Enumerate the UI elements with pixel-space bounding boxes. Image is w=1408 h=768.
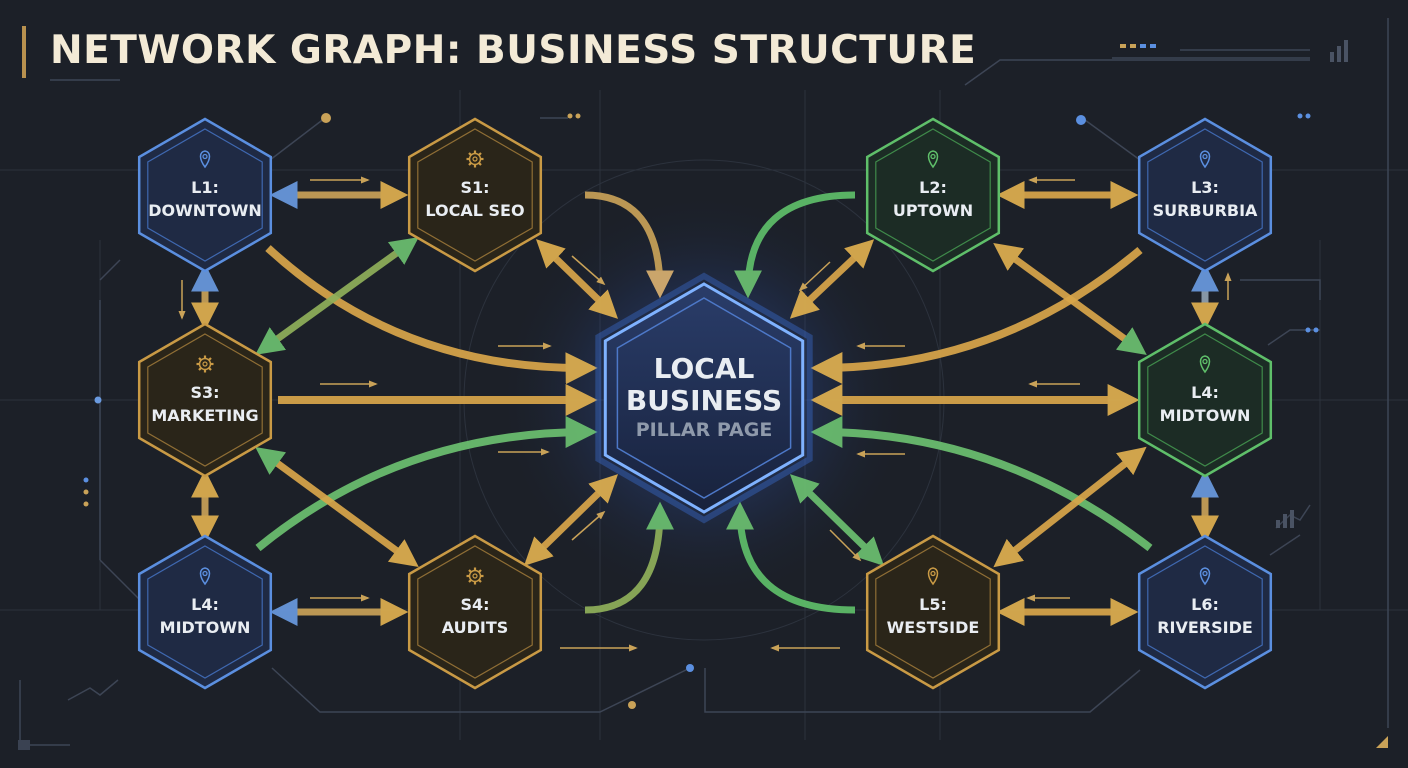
arrow-l2-l4r: [993, 243, 1147, 355]
node-code: L5:: [919, 595, 947, 614]
node-code: L4:: [1191, 383, 1219, 402]
node-hexagon: [407, 534, 543, 690]
graph-nodes: L1: DOWNTOWN S1: LOCAL SEO L2: UPTOWN L3: SURBU…: [137, 117, 1273, 690]
node-name: AUDITS: [442, 618, 509, 637]
arrow-pillar-s1: [584, 191, 674, 299]
node-hexagon: [137, 534, 273, 690]
node-inner-ring: [147, 333, 263, 467]
node-l6[interactable]: L6: RIVERSIDE: [1137, 534, 1273, 690]
node-inner-ring: [875, 545, 991, 679]
arrow-pillar-s4: [584, 501, 674, 614]
node-inner-ring: [1147, 128, 1263, 262]
map-pin-icon: [199, 150, 211, 169]
node-inner-ring: [875, 128, 991, 262]
node-inner-ring: [147, 128, 263, 262]
map-pin-icon: [199, 567, 211, 586]
node-inner-ring: [1147, 333, 1263, 467]
pillar-line1: LOCAL: [654, 352, 755, 385]
arrow-s4-pillar: [523, 474, 619, 566]
pillar-line3: PILLAR PAGE: [636, 419, 773, 441]
node-hexagon: [137, 117, 273, 273]
node-l4l[interactable]: L4: MIDTOWN: [137, 534, 273, 690]
node-code: S3:: [190, 383, 219, 402]
node-s3[interactable]: S3: MARKETING: [137, 322, 273, 478]
node-inner-ring: [417, 545, 533, 679]
hint-arrow: [571, 510, 606, 541]
node-name: RIVERSIDE: [1157, 618, 1253, 637]
node-hexagon: [1137, 322, 1273, 478]
node-code: S4:: [460, 595, 489, 614]
pillar-inner-ring: [616, 297, 792, 499]
arrow-l2-pillar: [789, 239, 875, 319]
node-inner-ring: [417, 128, 533, 262]
node-code: L6:: [1191, 595, 1219, 614]
arrow-pillar-l5: [726, 501, 856, 614]
node-l2[interactable]: L2: UPTOWN: [865, 117, 1001, 273]
page-title: NETWORK GRAPH: BUSINESS STRUCTURE: [50, 28, 977, 73]
decor-dots: [18, 40, 1388, 750]
node-inner-ring: [1147, 545, 1263, 679]
hint-arrow: [829, 529, 862, 562]
arrow-s1-pillar: [535, 239, 619, 319]
node-name: MARKETING: [151, 406, 258, 425]
node-l4r[interactable]: L4: MIDTOWN: [1137, 322, 1273, 478]
node-code: L3:: [1191, 178, 1219, 197]
circuit-decorations: [19, 18, 1389, 746]
arrow-s3-s1: [255, 237, 419, 355]
node-code: S1:: [460, 178, 489, 197]
pillar-glow-ring: [595, 272, 813, 524]
node-code: L1:: [191, 178, 219, 197]
node-hexagon: [1137, 534, 1273, 690]
gear-icon: [196, 355, 214, 373]
node-hexagon: [865, 534, 1001, 690]
node-name: WESTSIDE: [887, 618, 980, 637]
map-pin-icon: [927, 150, 939, 169]
node-name: SURBURBIA: [1153, 201, 1258, 220]
map-pin-icon: [1199, 567, 1211, 586]
node-name: MIDTOWN: [1160, 406, 1251, 425]
node-name: DOWNTOWN: [148, 201, 261, 220]
node-l3[interactable]: L3: SURBURBIA: [1137, 117, 1273, 273]
node-hexagon: [407, 117, 543, 273]
map-pin-icon: [1199, 150, 1211, 169]
hint-arrow: [571, 255, 606, 286]
pillar-line2: BUSINESS: [626, 384, 782, 417]
node-l1[interactable]: L1: DOWNTOWN: [137, 117, 273, 273]
title-accent-bar: [22, 26, 26, 78]
gear-icon: [466, 150, 484, 168]
node-hexagon: [865, 117, 1001, 273]
map-pin-icon: [927, 567, 939, 586]
arrow-s3-s4: [255, 447, 419, 567]
node-code: L4:: [191, 595, 219, 614]
arrow-l5-pillar: [789, 474, 885, 566]
node-name: MIDTOWN: [160, 618, 251, 637]
node-code: L2:: [919, 178, 947, 197]
connection-arrows: [178, 176, 1232, 652]
map-pin-icon: [1199, 355, 1211, 374]
hint-arrow: [798, 261, 831, 292]
node-hexagon: [137, 322, 273, 478]
arrow-pillar-l2: [734, 191, 856, 299]
node-hexagon: [1137, 117, 1273, 273]
node-name: LOCAL SEO: [425, 201, 524, 220]
node-l5[interactable]: L5: WESTSIDE: [865, 534, 1001, 690]
node-inner-ring: [147, 545, 263, 679]
node-s4[interactable]: S4: AUDITS: [407, 534, 543, 690]
pillar-hexagon: [603, 282, 805, 514]
gear-icon: [466, 567, 484, 585]
arrow-l5-l4r: [993, 446, 1147, 568]
node-name: UPTOWN: [893, 201, 973, 220]
node-s1[interactable]: S1: LOCAL SEO: [407, 117, 543, 273]
